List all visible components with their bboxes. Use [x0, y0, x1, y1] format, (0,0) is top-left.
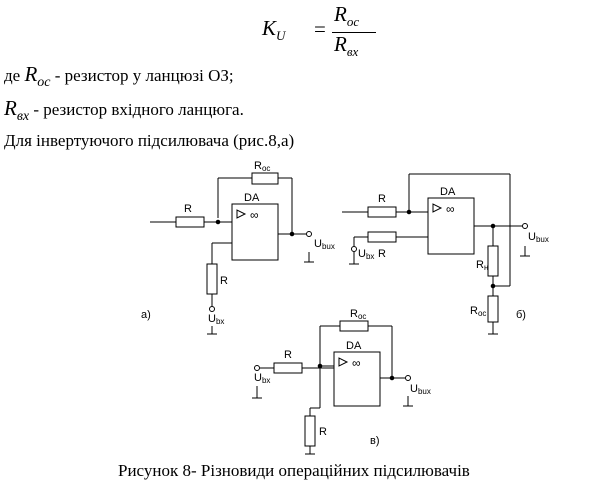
roc-label-b: Rос — [470, 305, 486, 318]
circuit-b-differential: R DA ∞ R Ubx Ubux Rн Rос — [342, 173, 549, 335]
svg-text:R: R — [319, 426, 327, 438]
ubx-label-a: Ubx — [208, 313, 224, 326]
gain-formula: KU = Rос Rвх — [262, 2, 422, 60]
op-amp-a — [231, 203, 279, 261]
resistor-roc-v — [339, 320, 369, 332]
resistor-r-ground-v — [304, 415, 316, 447]
ubux-label-v: Ubux — [410, 383, 431, 396]
fraction-bar — [332, 32, 376, 33]
op-amp-v — [333, 351, 381, 407]
resistor-r-in-v — [273, 362, 303, 374]
intro-line: Для інвертуючого підсилювача (рис.8,а) — [4, 131, 295, 150]
circuit-a-inverting: Rос R DA ∞ Ubux R Ubx a) — [141, 160, 335, 335]
rn-label-b: Rн — [476, 259, 488, 272]
resistor-r-in-a — [175, 216, 205, 228]
label-v: в) — [370, 435, 380, 447]
svg-text:∞: ∞ — [446, 202, 455, 216]
circuit-v-noninverting: Rос DA ∞ R Ubx Ubux R в) — [252, 308, 431, 455]
resistor-rn-b — [487, 245, 499, 277]
figure-caption: Рисунок 8- Різновиди операційних підсилю… — [118, 461, 470, 480]
formula-numerator: Rос — [334, 2, 360, 30]
svg-text:R: R — [284, 349, 292, 361]
svg-text:R: R — [378, 248, 386, 260]
formula-equals: = — [314, 17, 326, 41]
resistor-r-top-b — [367, 206, 397, 218]
resistor-roc-a — [251, 172, 279, 185]
resistor-r-bottom-b — [367, 231, 397, 243]
svg-text:∞: ∞ — [352, 356, 361, 370]
ubx-label-b: Ubx — [358, 248, 374, 261]
svg-text:R: R — [378, 193, 386, 205]
ubux-label-a: Ubux — [314, 238, 335, 251]
label-b: б) — [516, 309, 526, 321]
svg-text:R: R — [184, 203, 192, 215]
definition-rvx: Rвх - резистор вхідного ланцюга. — [4, 96, 244, 125]
formula-lhs: KU — [262, 16, 286, 44]
ubux-label-b: Ubux — [528, 231, 549, 244]
da-label-v: DA — [346, 340, 362, 352]
roc-label-v: Rос — [350, 308, 366, 321]
label-a: a) — [141, 309, 151, 321]
svg-text:R: R — [220, 275, 228, 287]
resistor-r-ground-a — [206, 263, 218, 295]
da-label-b: DA — [440, 186, 456, 198]
roc-label-a: Rос — [254, 160, 270, 173]
formula-denominator: Rвх — [334, 32, 359, 60]
ubx-label-v: Ubx — [254, 372, 270, 385]
definition-roc: де Rос - резистор у ланцюзі ОЗ; — [4, 62, 234, 91]
da-label-a: DA — [244, 192, 260, 204]
svg-text:∞: ∞ — [250, 208, 259, 222]
resistor-roc-b — [487, 295, 499, 323]
